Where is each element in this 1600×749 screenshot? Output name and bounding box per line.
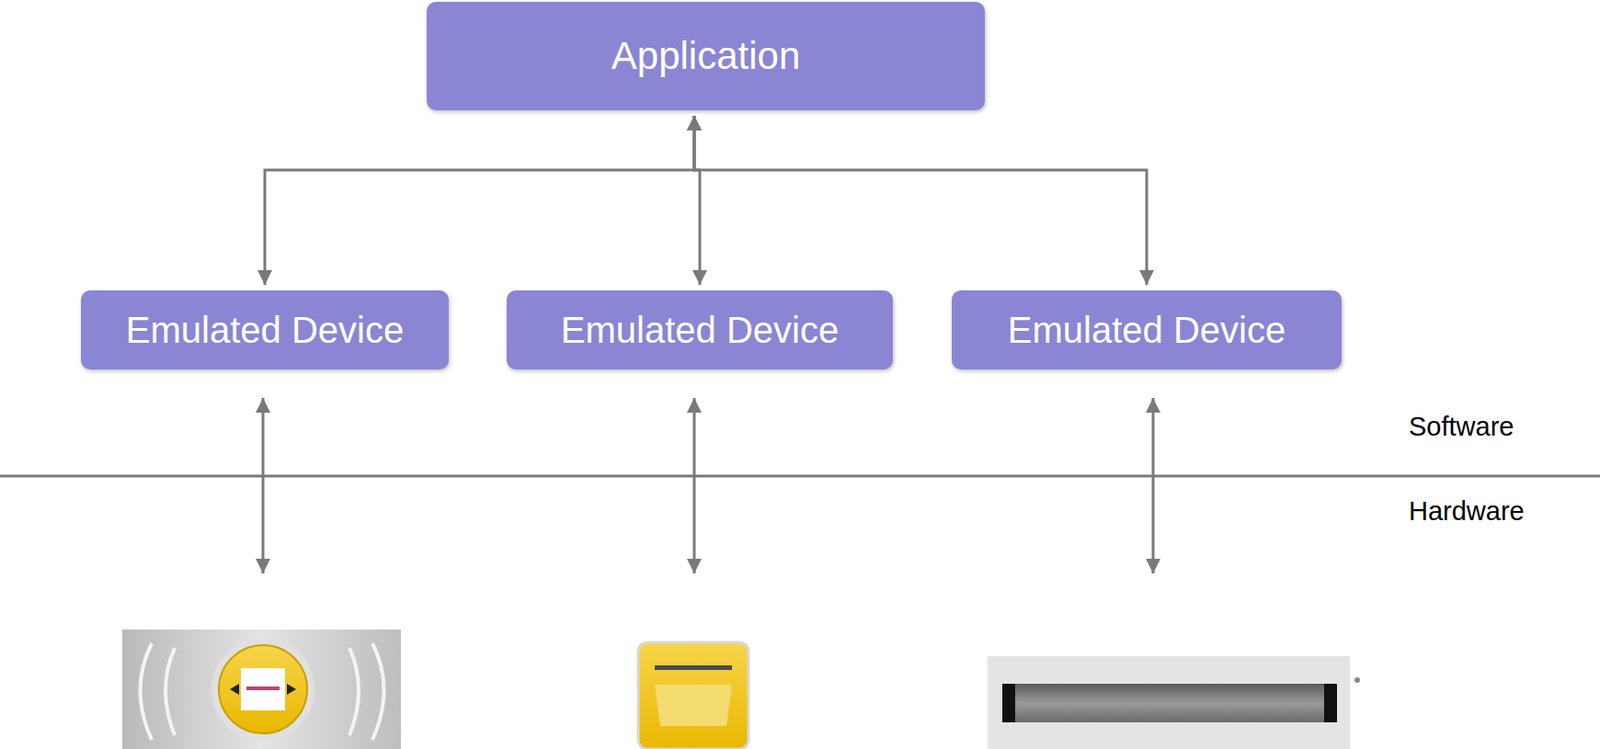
software-hardware-divider [0,475,1600,479]
emulated-device-box: Emulated Device [80,290,449,370]
box-label: Emulated Device [125,309,404,352]
box-label: Application [611,34,800,79]
hardware-arrows [262,398,1154,574]
layer-label: Hardware [1408,496,1525,527]
emulated-device-box: Emulated Device [506,290,893,370]
card-slot-picture [638,642,749,749]
box-label: Emulated Device [1007,309,1286,352]
hardware-arrow [1152,398,1155,574]
emulated-device-box: Emulated Device [951,290,1342,370]
contactless-reader-picture [122,629,401,749]
hardware-arrow [693,398,697,574]
hardware-arrow [262,398,265,574]
connector-arrow [694,115,1147,286]
box-label: Emulated Device [560,309,839,352]
layer-label: Software [1408,411,1514,443]
printer-slot-picture [987,656,1360,749]
application-box: Application [426,1,985,111]
connector-arrow [264,115,695,286]
